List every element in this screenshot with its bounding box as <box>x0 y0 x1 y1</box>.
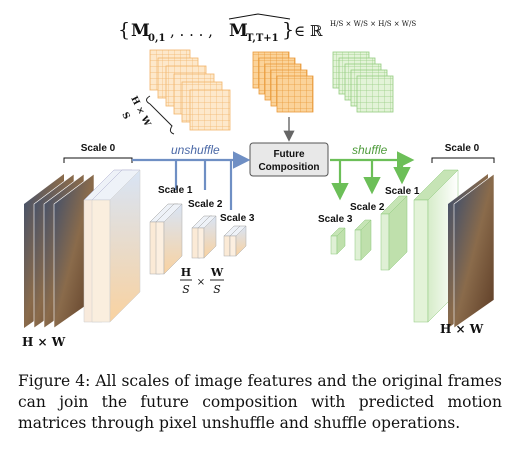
scale3-stack-left <box>223 225 247 257</box>
scale1-stack-left <box>149 203 183 275</box>
figure-caption: Figure 4: All scales of image features a… <box>18 372 502 432</box>
motion-matrix-formula: { M 0,1 , . . . , M T,T+1 } ∈ ℝ H/S × W/… <box>118 13 416 44</box>
fraction-h-den: S <box>182 283 190 296</box>
scale0-right-label: Scale 0 <box>445 143 480 154</box>
architecture-diagram: { M 0,1 , . . . , M T,T+1 } ∈ ℝ H/S × W/… <box>22 13 495 349</box>
scale0-feature-stack-left <box>83 169 141 323</box>
future-composition-line2: Composition <box>258 162 319 173</box>
scale2-right-label: Scale 2 <box>350 202 385 213</box>
hs-ws-fraction: H S × W S <box>180 266 224 296</box>
scale0-left-label: Scale 0 <box>81 143 116 154</box>
scale0-left-bracket <box>63 157 133 163</box>
scale3-left-label: Scale 3 <box>220 213 255 224</box>
formula-sub-start: 0,1 <box>148 33 165 44</box>
formula-M: M <box>131 21 150 41</box>
unshuffle-arrows <box>132 151 251 210</box>
brace-s-label: S <box>119 111 131 121</box>
orange-motion-grids-middle <box>252 51 314 113</box>
fraction-w-num: W <box>210 266 224 279</box>
hw-left-label: H × W <box>22 335 66 349</box>
shuffle-arrows <box>330 151 415 201</box>
fraction-h-num: H <box>181 266 191 279</box>
shuffle-label: shuffle <box>352 143 388 157</box>
formula-dots: , . . . , <box>170 22 213 40</box>
input-frames-left <box>24 173 95 329</box>
scale1-right-label: Scale 1 <box>385 186 420 197</box>
brace-hw-label: H × W <box>128 95 152 129</box>
formula-M-hat: M <box>229 21 248 41</box>
scale0-right-bracket <box>431 157 495 163</box>
fraction-times: × <box>197 277 205 288</box>
scale1-left-label: Scale 1 <box>158 185 193 196</box>
future-composition-box: Future Composition <box>249 142 329 177</box>
scale1-stack-right <box>380 195 408 271</box>
green-motion-grids <box>332 51 394 113</box>
formula-exponent: H/S × W/S × H/S × W/S <box>330 20 416 28</box>
formula-in-reals: ∈ ℝ <box>294 22 323 40</box>
scale2-stack-right <box>354 219 372 261</box>
formula-sub-end: T,T+1 <box>246 33 279 44</box>
orange-motion-grids-left <box>149 49 231 131</box>
future-composition-line1: Future <box>273 149 305 160</box>
formula-set-open: { <box>118 19 130 41</box>
fraction-w-den: S <box>213 283 221 296</box>
formula-set-close: } <box>282 19 294 41</box>
scale3-stack-right <box>330 227 346 255</box>
hw-right-label: H × W <box>440 322 484 336</box>
scale2-left-label: Scale 2 <box>188 199 223 210</box>
output-frames-right <box>448 173 495 329</box>
unshuffle-label: unshuffle <box>171 143 220 157</box>
scale3-right-label: Scale 3 <box>318 214 353 225</box>
formula-hat <box>228 13 291 20</box>
scale2-stack-left <box>191 215 217 259</box>
